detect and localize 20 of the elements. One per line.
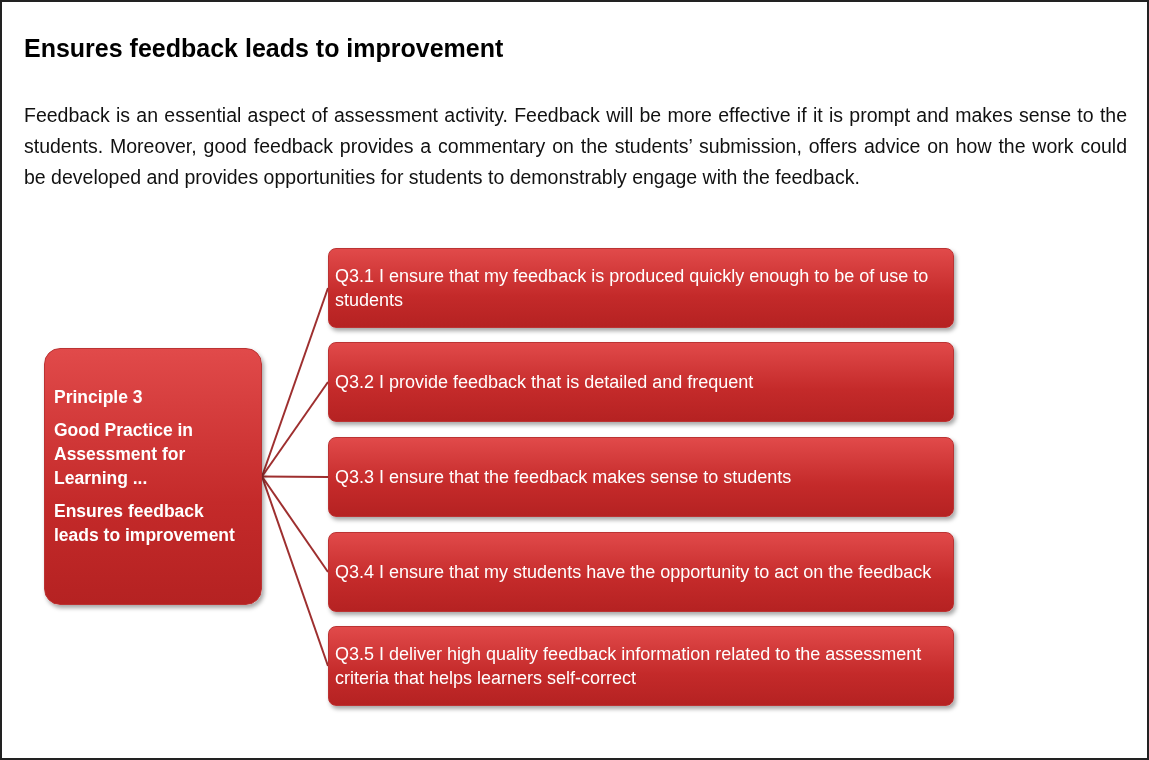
principle-subtitle: Ensures feedback leads to improvement bbox=[54, 500, 236, 547]
connector-line bbox=[261, 381, 329, 478]
question-box bbox=[328, 248, 954, 328]
question-box bbox=[328, 437, 954, 517]
paragraph: Feedback is an essential aspect of assessment activity. Feedback will be more effective if it is prompt and makes sense to the students. Moreover, good feedback provides a commentary on the students’ submission, offers advice on how the work could be developed and provides opportunities for students to demonstrably engage with the feedback. bbox=[24, 103, 1127, 190]
question-box bbox=[328, 626, 954, 706]
heading: Ensures feedback leads to improvement bbox=[24, 34, 504, 63]
connector-line bbox=[261, 475, 329, 667]
principle-box bbox=[44, 348, 262, 605]
question-text: Q3.2 I provide feedback that is detailed and frequent bbox=[335, 371, 754, 394]
question-text: Q3.5 I deliver high quality feedback information related to the assessment criteria that helps learners self-correct bbox=[335, 643, 923, 690]
question-box bbox=[328, 532, 954, 612]
question-text: Q3.1 I ensure that my feedback is produced quickly enough to be of use to students bbox=[335, 265, 930, 312]
question-text: Q3.3 I ensure that the feedback makes sense to students bbox=[335, 466, 792, 489]
principle-title: Good Practice in Assessment for Learning ... bbox=[54, 419, 195, 490]
connector-line bbox=[261, 475, 329, 573]
principle-number: Principle 3 bbox=[54, 386, 144, 409]
connector-line bbox=[261, 475, 329, 478]
question-box bbox=[328, 342, 954, 422]
question-text: Q3.4 I ensure that my students have the opportunity to act on the feedback bbox=[335, 561, 932, 584]
